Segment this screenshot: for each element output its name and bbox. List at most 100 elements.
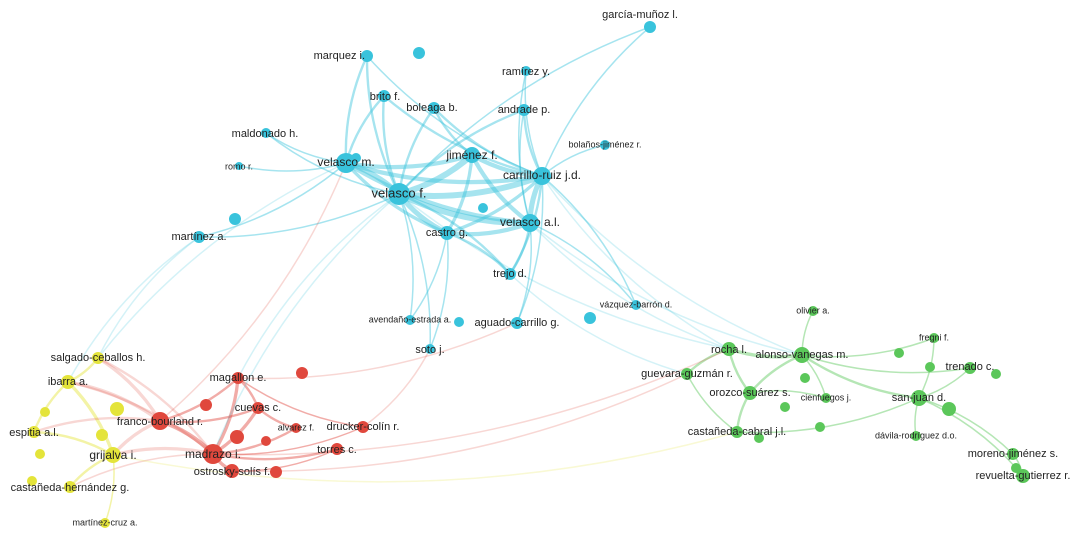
edge-velasco-f-carrillo: [396, 173, 545, 199]
node-boleaga[interactable]: [428, 102, 440, 114]
node-drucker[interactable]: [357, 421, 369, 433]
node-ostrosky[interactable]: [225, 464, 239, 478]
node-label-torres: torres c.: [317, 444, 357, 456]
node-rocha[interactable]: [722, 342, 736, 356]
edge-martinez-a-velasco-m: [198, 162, 347, 238]
edge-boleaga-carrillo: [432, 106, 544, 178]
node-unlabeled[interactable]: [229, 213, 241, 225]
node-label-velasco-m: velasco m.: [317, 155, 374, 169]
node-label-soto: soto j.: [415, 344, 444, 356]
node-romo[interactable]: [235, 162, 243, 170]
node-label-garcia-munoz: garcía-muñoz l.: [602, 9, 678, 21]
node-velasco-f[interactable]: [388, 183, 410, 205]
node-velasco-al[interactable]: [521, 214, 539, 232]
edge-madrazo-drucker: [212, 426, 364, 456]
edge-madrazo-salgado: [96, 356, 215, 456]
node-moreno[interactable]: [1007, 448, 1019, 460]
node-martinez-cruz[interactable]: [100, 518, 110, 528]
edge-martinez-a-ibarra: [67, 236, 200, 383]
edge-andrade-velasco-al: [519, 109, 531, 224]
node-unlabeled[interactable]: [454, 317, 464, 327]
node-salgado[interactable]: [92, 352, 104, 364]
node-unlabeled[interactable]: [942, 402, 956, 416]
node-soto[interactable]: [425, 344, 435, 354]
node-jimenez-f[interactable]: [464, 147, 480, 163]
node-unlabeled[interactable]: [925, 362, 935, 372]
node-label-brito: brito f.: [370, 91, 401, 103]
node-magallon[interactable]: [232, 372, 244, 384]
node-label-carrillo: carrillo-ruiz j.d.: [503, 168, 581, 182]
node-unlabeled[interactable]: [200, 399, 212, 411]
edge-ramirez-velasco-al: [518, 70, 531, 224]
node-ramirez[interactable]: [521, 66, 531, 76]
edge-grijalva-ibarra: [66, 380, 115, 457]
node-castaneda-hernandez[interactable]: [64, 481, 76, 493]
node-label-fregni: fregni f.: [919, 332, 949, 342]
node-unlabeled[interactable]: [261, 436, 271, 446]
node-bolanos[interactable]: [600, 140, 610, 150]
node-unlabeled[interactable]: [894, 348, 904, 358]
node-marquez[interactable]: [361, 50, 373, 62]
node-grijalva[interactable]: [105, 447, 121, 463]
node-label-franco: franco-bourland r.: [117, 416, 203, 428]
node-cienfuegos[interactable]: [821, 393, 831, 403]
node-avendano[interactable]: [405, 315, 415, 325]
node-trenado[interactable]: [964, 362, 976, 374]
node-unlabeled[interactable]: [780, 402, 790, 412]
node-trejo[interactable]: [504, 268, 516, 280]
node-unlabeled[interactable]: [40, 407, 50, 417]
edge-moreno-san-juan: [918, 397, 1014, 455]
node-martinez-a[interactable]: [193, 231, 205, 243]
node-unlabeled[interactable]: [1011, 463, 1021, 473]
node-torres[interactable]: [331, 443, 343, 455]
node-garcia-munoz[interactable]: [644, 21, 656, 33]
node-castro[interactable]: [440, 226, 454, 240]
node-franco[interactable]: [151, 412, 169, 430]
node-unlabeled[interactable]: [96, 429, 108, 441]
node-velasco-m[interactable]: [336, 153, 356, 173]
node-unlabeled[interactable]: [110, 402, 124, 416]
edge-guevara-castaneda-cabral: [686, 373, 738, 433]
node-guevara[interactable]: [681, 368, 693, 380]
node-revuelta[interactable]: [1016, 469, 1030, 483]
node-brito[interactable]: [378, 90, 390, 102]
edge-castaneda-cabral-san-juan: [736, 397, 920, 434]
node-cuevas[interactable]: [252, 402, 264, 414]
node-label-boleaga: boleaga b.: [406, 102, 457, 114]
node-madrazo[interactable]: [203, 444, 223, 464]
node-label-magallon: magallon e.: [210, 372, 267, 384]
node-orozco[interactable]: [743, 386, 757, 400]
node-castaneda-cabral[interactable]: [731, 426, 743, 438]
node-unlabeled[interactable]: [230, 430, 244, 444]
edge-magallon-aguado: [237, 322, 518, 380]
node-andrade[interactable]: [518, 104, 530, 116]
node-unlabeled[interactable]: [584, 312, 596, 324]
node-san-juan[interactable]: [911, 390, 927, 406]
node-fregni[interactable]: [929, 333, 939, 343]
node-carrillo[interactable]: [533, 167, 551, 185]
node-alonso[interactable]: [794, 347, 810, 363]
node-aguado[interactable]: [511, 317, 523, 329]
node-unlabeled[interactable]: [800, 373, 810, 383]
node-ibarra[interactable]: [61, 375, 75, 389]
node-unlabeled[interactable]: [478, 203, 488, 213]
node-unlabeled[interactable]: [296, 367, 308, 379]
edge-franco-cuevas: [158, 406, 260, 424]
edge-madrazo-castaneda-hernandez: [69, 453, 214, 488]
node-unlabeled[interactable]: [815, 422, 825, 432]
node-davila[interactable]: [911, 431, 921, 441]
node-maldonado[interactable]: [261, 128, 271, 138]
node-unlabeled[interactable]: [27, 476, 37, 486]
node-vazquez[interactable]: [631, 300, 641, 310]
node-label-rocha: rocha l.: [711, 344, 747, 356]
edge-trejo-guevara: [509, 273, 688, 375]
node-alvarez[interactable]: [291, 423, 301, 433]
edge-martinez-a-salgado: [97, 236, 200, 359]
node-unlabeled[interactable]: [270, 466, 282, 478]
node-olivier[interactable]: [808, 306, 818, 316]
node-unlabeled[interactable]: [991, 369, 1001, 379]
node-unlabeled[interactable]: [413, 47, 425, 59]
node-unlabeled[interactable]: [35, 449, 45, 459]
node-unlabeled[interactable]: [754, 433, 764, 443]
node-espitia[interactable]: [28, 426, 40, 438]
